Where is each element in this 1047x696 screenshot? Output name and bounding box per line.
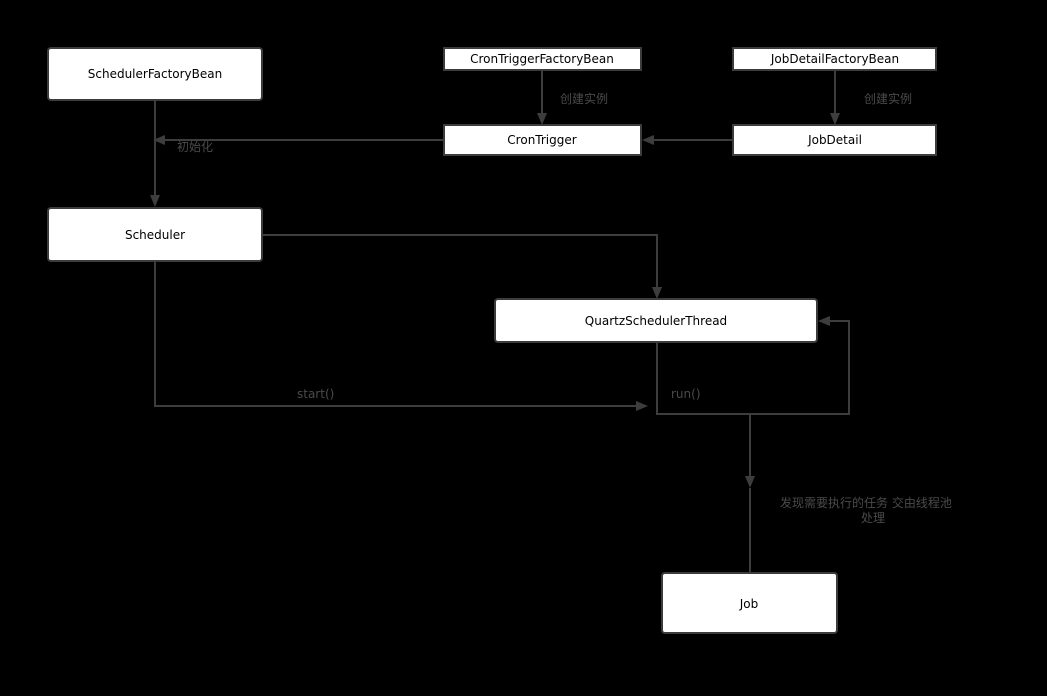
edges [150, 70, 850, 573]
node-job: Job [661, 572, 838, 634]
node-label: CronTrigger [507, 133, 576, 147]
node-label: Scheduler [125, 228, 185, 242]
edge-start [154, 262, 636, 407]
label-create-instance-1: 创建实例 [560, 91, 608, 106]
label-dispatch-line1: 发现需要执行的任务 交由线程池 [780, 495, 952, 510]
node-cron-trigger: CronTrigger [443, 124, 642, 156]
arrowhead-init [153, 135, 165, 145]
arrowhead-start [636, 401, 648, 411]
edge-labels: 创建实例 创建实例 初始化 start() run() 发现需要执行的任务 交由… [177, 91, 952, 525]
node-label: SchedulerFactoryBean [88, 67, 222, 81]
arrowhead-crontrigger [537, 113, 547, 125]
node-scheduler-factory-bean: SchedulerFactoryBean [47, 47, 263, 101]
arrowhead-job [745, 476, 755, 488]
node-label: JobDetail [807, 133, 862, 147]
node-label: JobDetailFactoryBean [770, 52, 899, 66]
edge-run-loop [656, 320, 850, 415]
label-run: run() [671, 387, 701, 401]
node-job-detail-factory-bean: JobDetailFactoryBean [732, 47, 937, 71]
node-cron-trigger-factory-bean: CronTriggerFactoryBean [443, 47, 642, 71]
node-job-detail: JobDetail [732, 124, 937, 156]
label-dispatch-line2: 处理 [861, 511, 885, 525]
edge-scheduler-to-quartzthread [262, 234, 658, 288]
arrowhead-crontrigger-left [642, 135, 654, 145]
arrowhead-run [818, 316, 830, 326]
node-label: CronTriggerFactoryBean [470, 52, 614, 66]
arrowhead-jobdetail [830, 113, 840, 125]
node-scheduler: Scheduler [47, 207, 263, 262]
node-label: QuartzSchedulerThread [585, 314, 727, 328]
node-label: Job [739, 597, 759, 611]
label-start: start() [297, 387, 334, 401]
arrowhead-quartzthread [652, 287, 662, 299]
label-create-instance-2: 创建实例 [864, 91, 912, 106]
node-quartz-scheduler-thread: QuartzSchedulerThread [494, 298, 818, 343]
label-initialize: 初始化 [177, 140, 213, 154]
arrowhead-scheduler [150, 195, 160, 207]
